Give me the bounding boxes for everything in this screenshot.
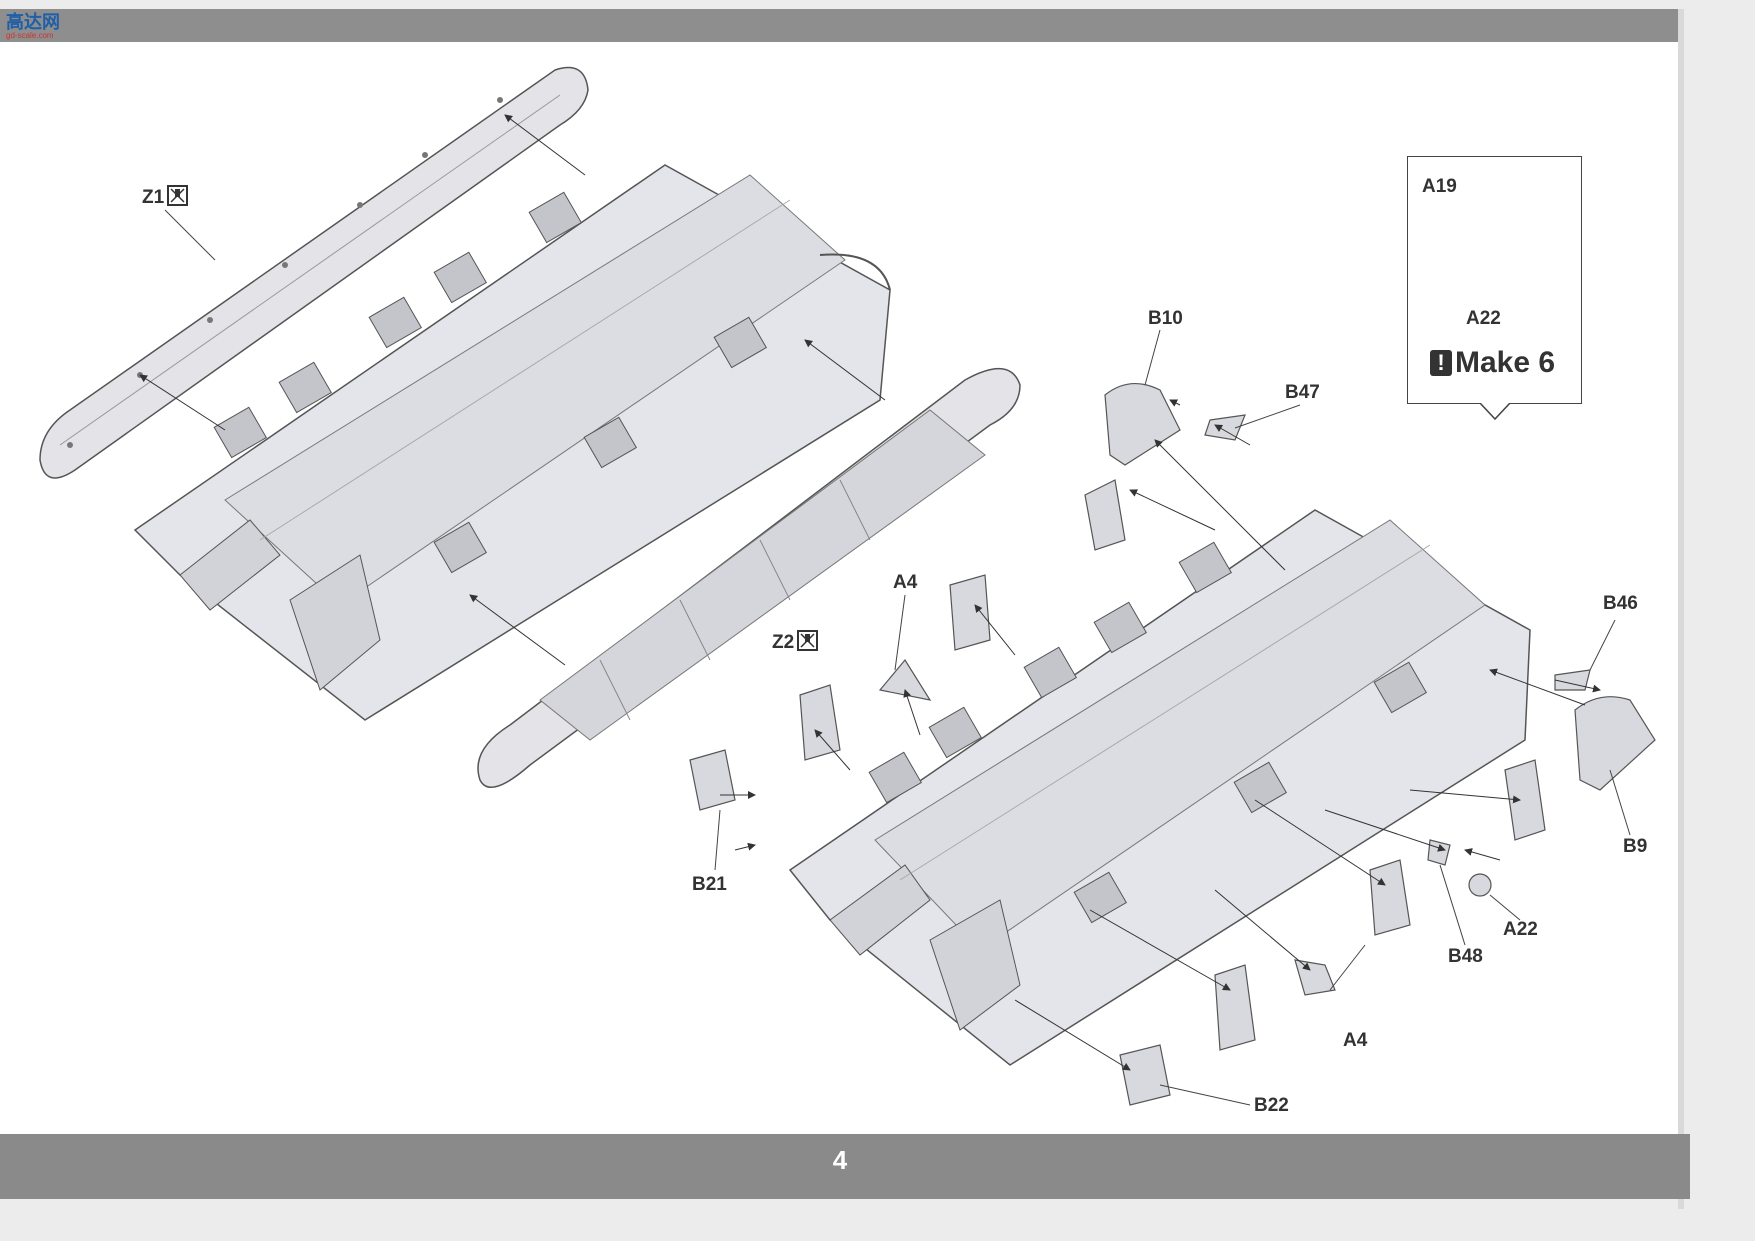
label-z2: Z2 xyxy=(772,630,819,654)
label-a4-left: A4 xyxy=(893,572,918,593)
top-bar xyxy=(0,9,1678,42)
label-b22: B22 xyxy=(1254,1095,1289,1116)
side-plate-z1 xyxy=(39,66,589,479)
attention-icon: ! xyxy=(1430,350,1452,376)
callout-label-a22: A22 xyxy=(1466,308,1501,329)
label-b21: B21 xyxy=(692,874,727,895)
hull-right xyxy=(788,509,1531,1066)
site-logo: 高达网 gd-scale.com xyxy=(6,8,60,40)
label-b46: B46 xyxy=(1603,593,1638,614)
label-b9: B9 xyxy=(1623,836,1648,857)
label-z1-text: Z1 xyxy=(142,187,165,208)
callout-pointer xyxy=(1480,403,1510,421)
make-text: Make 6 xyxy=(1455,346,1556,379)
label-a4-right: A4 xyxy=(1343,1030,1368,1051)
label-z1: Z1 xyxy=(142,185,189,209)
no-glue-icon xyxy=(797,630,819,651)
label-b47: B47 xyxy=(1285,382,1320,403)
hull-left xyxy=(133,164,891,721)
side-plate-z2 xyxy=(477,367,1021,788)
site-logo-url: gd-scale.com xyxy=(6,31,54,40)
bottom-bar xyxy=(0,1134,1690,1199)
make-quantity: !Make 6 xyxy=(1430,346,1555,380)
assembly-arrows xyxy=(139,114,1601,1071)
no-glue-icon xyxy=(167,185,189,206)
page-number: 4 xyxy=(832,1145,848,1175)
label-z2-text: Z2 xyxy=(772,632,795,653)
label-b10: B10 xyxy=(1148,308,1183,329)
label-a22: A22 xyxy=(1503,919,1538,940)
page-edge xyxy=(1678,9,1684,1209)
callout-label-a19: A19 xyxy=(1422,176,1457,197)
site-logo-text: 高达网 xyxy=(6,12,60,32)
label-b48: B48 xyxy=(1448,946,1483,967)
